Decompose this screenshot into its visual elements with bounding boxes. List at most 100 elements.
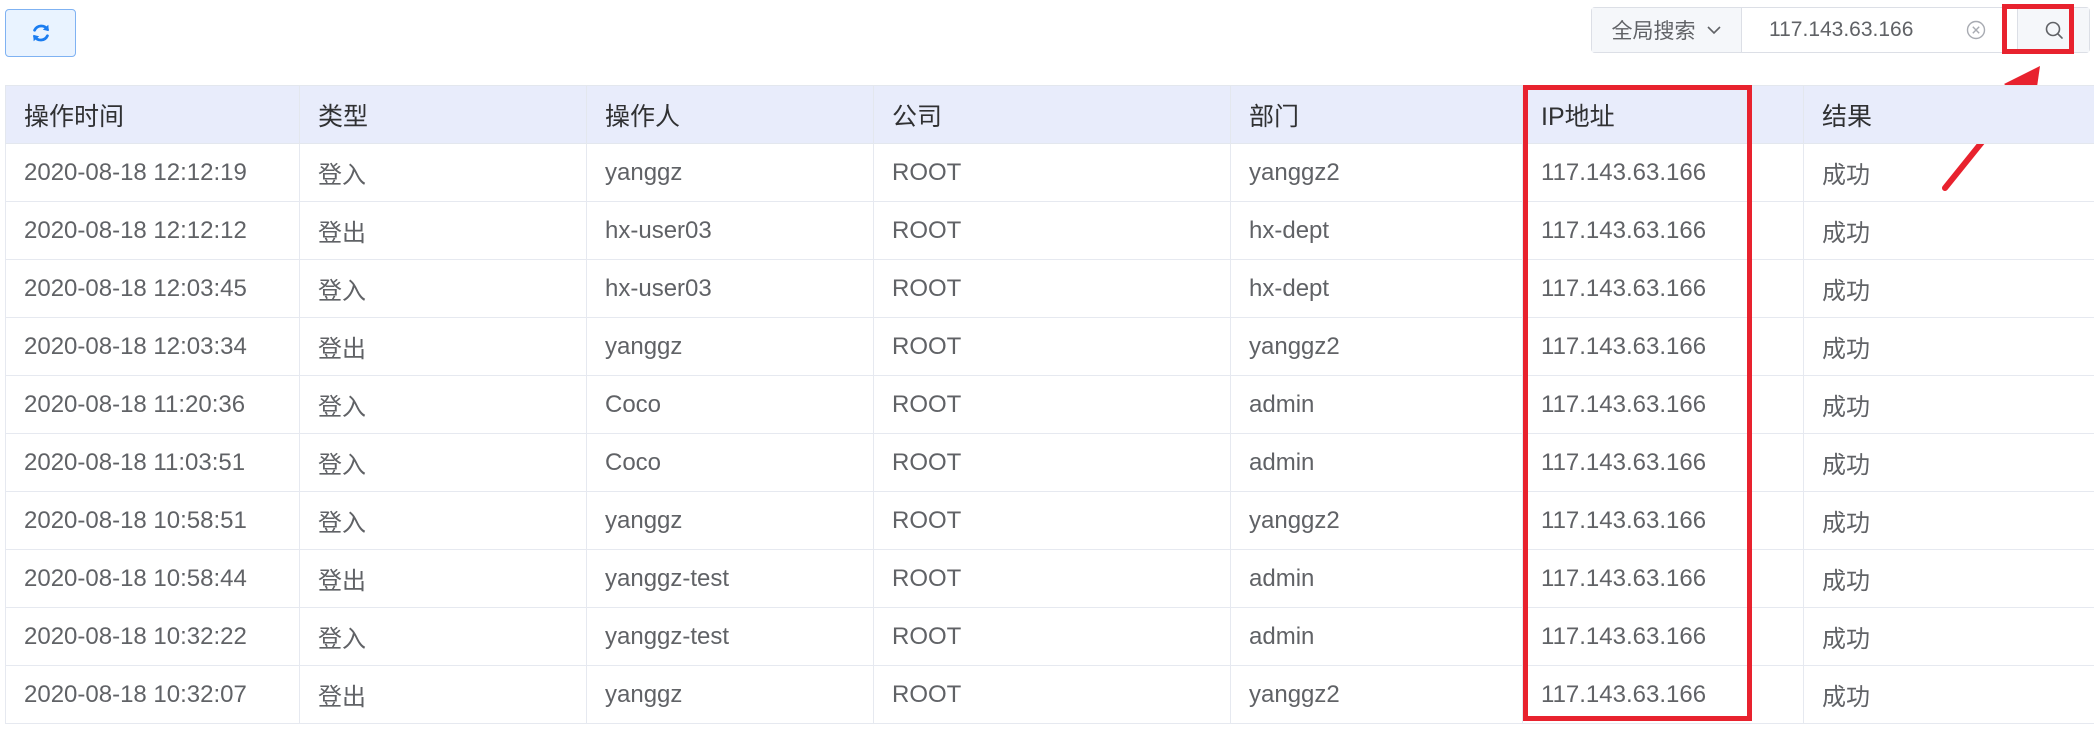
cell-operation-time: 2020-08-18 10:58:44: [5, 549, 300, 608]
table-row[interactable]: 2020-08-18 10:32:07 登出 yanggz ROOT yangg…: [5, 665, 2094, 724]
cell-operator: yanggz: [586, 143, 874, 202]
cell-operator: yanggz-test: [586, 549, 874, 608]
column-header-operator[interactable]: 操作人: [586, 85, 874, 144]
global-search-bar: 全局搜索: [1591, 7, 2090, 53]
cell-result: 成功: [1803, 665, 2094, 724]
table-row[interactable]: 2020-08-18 10:32:22 登入 yanggz-test ROOT …: [5, 607, 2094, 666]
cell-ip-address: 117.143.63.166: [1522, 665, 1804, 724]
search-button[interactable]: [2017, 8, 2089, 52]
cell-result: 成功: [1803, 259, 2094, 318]
cell-type: 登入: [299, 143, 587, 202]
search-icon: [2045, 21, 2063, 39]
cell-company: ROOT: [873, 433, 1231, 492]
cell-ip-address: 117.143.63.166: [1522, 143, 1804, 202]
cell-result: 成功: [1803, 607, 2094, 666]
search-input-wrapper: [1742, 8, 2017, 52]
search-scope-select[interactable]: 全局搜索: [1592, 8, 1742, 52]
cell-ip-address: 117.143.63.166: [1522, 201, 1804, 260]
cell-company: ROOT: [873, 201, 1231, 260]
cell-operation-time: 2020-08-18 12:03:45: [5, 259, 300, 318]
cell-operator: yanggz-test: [586, 607, 874, 666]
clear-circle-icon[interactable]: [1965, 19, 1987, 41]
cell-department: yanggz2: [1230, 317, 1523, 376]
column-header-ip-address[interactable]: IP地址: [1522, 85, 1804, 144]
cell-type: 登出: [299, 201, 587, 260]
table-header-row: 操作时间 类型 操作人 公司 部门 IP地址 结果: [5, 85, 2094, 144]
cell-operation-time: 2020-08-18 12:03:34: [5, 317, 300, 376]
cell-result: 成功: [1803, 143, 2094, 202]
cell-department: yanggz2: [1230, 665, 1523, 724]
cell-result: 成功: [1803, 549, 2094, 608]
cell-department: yanggz2: [1230, 143, 1523, 202]
column-header-company[interactable]: 公司: [873, 85, 1231, 144]
cell-company: ROOT: [873, 375, 1231, 434]
cell-type: 登入: [299, 375, 587, 434]
cell-operation-time: 2020-08-18 10:58:51: [5, 491, 300, 550]
cell-operator: Coco: [586, 375, 874, 434]
cell-operation-time: 2020-08-18 10:32:07: [5, 665, 300, 724]
table-row[interactable]: 2020-08-18 12:12:19 登入 yanggz ROOT yangg…: [5, 143, 2094, 202]
cell-result: 成功: [1803, 491, 2094, 550]
column-header-result[interactable]: 结果: [1803, 85, 2094, 144]
table-row[interactable]: 2020-08-18 11:20:36 登入 Coco ROOT admin 1…: [5, 375, 2094, 434]
cell-department: hx-dept: [1230, 201, 1523, 260]
cell-ip-address: 117.143.63.166: [1522, 433, 1804, 492]
cell-operator: yanggz: [586, 317, 874, 376]
search-scope-label: 全局搜索: [1611, 20, 1696, 43]
cell-company: ROOT: [873, 549, 1231, 608]
cell-result: 成功: [1803, 375, 2094, 434]
cell-ip-address: 117.143.63.166: [1522, 317, 1804, 376]
cell-type: 登出: [299, 549, 587, 608]
table-row[interactable]: 2020-08-18 12:12:12 登出 hx-user03 ROOT hx…: [5, 201, 2094, 260]
refresh-button[interactable]: [5, 9, 76, 57]
table-row[interactable]: 2020-08-18 11:03:51 登入 Coco ROOT admin 1…: [5, 433, 2094, 492]
cell-type: 登入: [299, 259, 587, 318]
cell-department: admin: [1230, 433, 1523, 492]
cell-department: hx-dept: [1230, 259, 1523, 318]
cell-company: ROOT: [873, 607, 1231, 666]
cell-department: admin: [1230, 607, 1523, 666]
cell-operation-time: 2020-08-18 11:20:36: [5, 375, 300, 434]
cell-company: ROOT: [873, 259, 1231, 318]
cell-ip-address: 117.143.63.166: [1522, 375, 1804, 434]
cell-department: admin: [1230, 375, 1523, 434]
column-header-type[interactable]: 类型: [299, 85, 587, 144]
cell-type: 登出: [299, 317, 587, 376]
cell-operation-time: 2020-08-18 10:32:22: [5, 607, 300, 666]
column-header-department[interactable]: 部门: [1230, 85, 1523, 144]
cell-department: yanggz2: [1230, 491, 1523, 550]
cell-ip-address: 117.143.63.166: [1522, 259, 1804, 318]
cell-operation-time: 2020-08-18 12:12:19: [5, 143, 300, 202]
column-header-operation-time[interactable]: 操作时间: [5, 85, 300, 144]
chevron-down-icon: [1706, 26, 1721, 35]
cell-type: 登出: [299, 665, 587, 724]
cell-operator: yanggz: [586, 491, 874, 550]
cell-company: ROOT: [873, 665, 1231, 724]
search-input[interactable]: [1742, 8, 2017, 52]
cell-operator: hx-user03: [586, 259, 874, 318]
table-row[interactable]: 2020-08-18 12:03:34 登出 yanggz ROOT yangg…: [5, 317, 2094, 376]
cell-company: ROOT: [873, 317, 1231, 376]
cell-operation-time: 2020-08-18 12:12:12: [5, 201, 300, 260]
cell-ip-address: 117.143.63.166: [1522, 491, 1804, 550]
cell-result: 成功: [1803, 317, 2094, 376]
cell-operation-time: 2020-08-18 11:03:51: [5, 433, 300, 492]
cell-company: ROOT: [873, 143, 1231, 202]
table-row[interactable]: 2020-08-18 12:03:45 登入 hx-user03 ROOT hx…: [5, 259, 2094, 318]
cell-ip-address: 117.143.63.166: [1522, 549, 1804, 608]
cell-type: 登入: [299, 433, 587, 492]
cell-operator: yanggz: [586, 665, 874, 724]
cell-operator: hx-user03: [586, 201, 874, 260]
operation-log-table: 操作时间 类型 操作人 公司 部门 IP地址 结果 2020-08-18 12:…: [5, 85, 2094, 724]
table-row[interactable]: 2020-08-18 10:58:44 登出 yanggz-test ROOT …: [5, 549, 2094, 608]
table-row[interactable]: 2020-08-18 10:58:51 登入 yanggz ROOT yangg…: [5, 491, 2094, 550]
cell-company: ROOT: [873, 491, 1231, 550]
cell-type: 登入: [299, 607, 587, 666]
refresh-icon: [32, 24, 49, 42]
cell-result: 成功: [1803, 433, 2094, 492]
cell-result: 成功: [1803, 201, 2094, 260]
cell-operator: Coco: [586, 433, 874, 492]
cell-type: 登入: [299, 491, 587, 550]
cell-department: admin: [1230, 549, 1523, 608]
cell-ip-address: 117.143.63.166: [1522, 607, 1804, 666]
